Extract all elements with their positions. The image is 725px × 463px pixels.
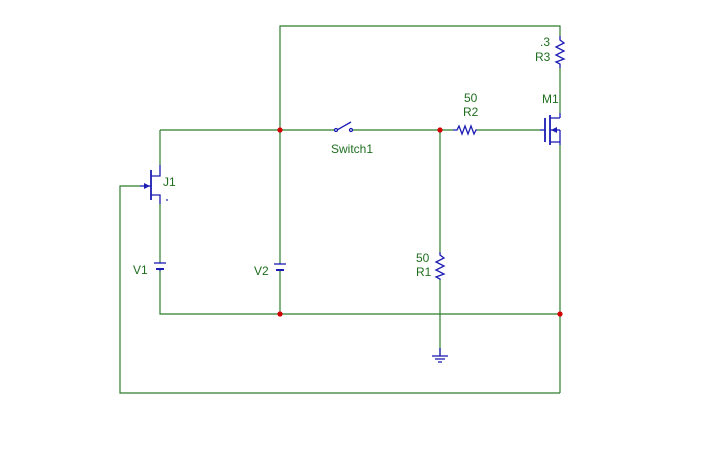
battery-v2: V2: [254, 263, 286, 278]
jfet-j1: J1: [140, 165, 176, 204]
r3-ref-label: R3: [535, 50, 551, 64]
battery-v1: V1: [133, 262, 166, 277]
wire-top-loop: [279, 25, 561, 130]
j1-pin-dot: [166, 199, 168, 201]
junction-node: [277, 127, 283, 133]
resistor-r1: 50 R1: [416, 251, 446, 280]
wire-gate-feedback: [119, 185, 560, 394]
r2-ref-label: R2: [463, 105, 479, 119]
r1-ref-label: R1: [416, 265, 432, 279]
m1-ref-label: M1: [542, 92, 559, 106]
v1-ref-label: V1: [133, 263, 148, 277]
junction-node: [437, 127, 443, 133]
wire-v1-bottom: [159, 271, 560, 315]
mosfet-m1: M1: [540, 92, 561, 145]
r3-value-label: .3: [540, 35, 550, 49]
switch1-ref-label: Switch1: [331, 142, 373, 156]
resistor-r2: 50 R2: [453, 91, 479, 136]
ground-symbol: [432, 348, 448, 363]
r1-value-label: 50: [416, 251, 430, 265]
resistor-r3: .3 R3: [535, 35, 566, 68]
wires: [119, 25, 561, 394]
junctions: [277, 127, 563, 317]
j1-ref-label: J1: [163, 175, 176, 189]
r2-value-label: 50: [464, 91, 478, 105]
junction-node: [277, 311, 283, 317]
switch-switch1: Switch1: [331, 121, 373, 156]
v2-ref-label: V2: [254, 264, 269, 278]
junction-node: [557, 311, 563, 317]
